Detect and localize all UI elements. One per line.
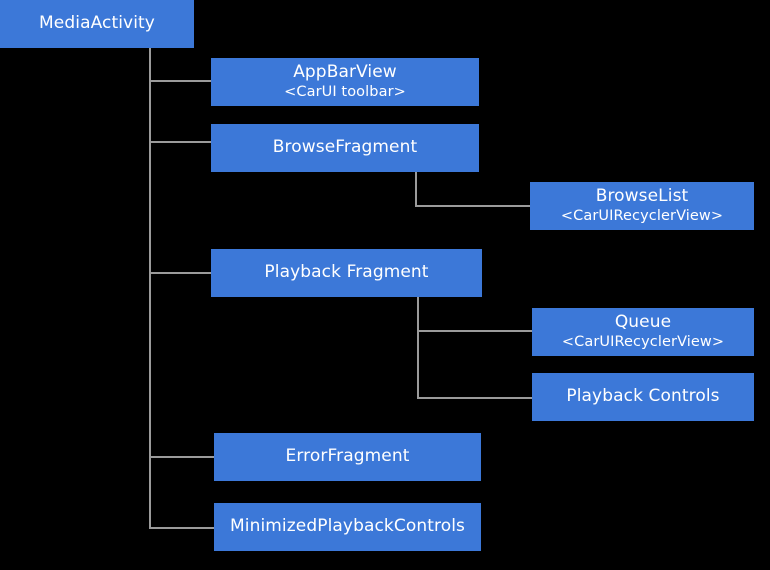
connector-media-activity-to-minimized-playback-controls bbox=[149, 527, 216, 529]
connector-playback-fragment-to-queue bbox=[417, 330, 534, 332]
node-browse-fragment-title: BrowseFragment bbox=[272, 137, 418, 158]
node-queue-title: Queue bbox=[614, 311, 672, 332]
node-app-bar-view-subtitle: <CarUI toolbar> bbox=[284, 83, 406, 100]
node-queue[interactable]: Queue <CarUIRecyclerView> bbox=[532, 308, 754, 356]
node-error-fragment-title: ErrorFragment bbox=[285, 446, 410, 467]
node-browse-list-subtitle: <CarUIRecyclerView> bbox=[560, 207, 724, 224]
node-app-bar-view[interactable]: AppBarView <CarUI toolbar> bbox=[211, 58, 479, 106]
node-minimized-playback-controls[interactable]: MinimizedPlaybackControls bbox=[214, 503, 481, 551]
connector-trunk-browse-fragment bbox=[415, 172, 417, 207]
connector-trunk-media-activity bbox=[149, 48, 151, 529]
connector-media-activity-to-playback-fragment bbox=[149, 272, 213, 274]
node-browse-fragment[interactable]: BrowseFragment bbox=[211, 124, 479, 172]
connector-media-activity-to-app-bar-view bbox=[149, 80, 213, 82]
node-browse-list[interactable]: BrowseList <CarUIRecyclerView> bbox=[530, 182, 754, 230]
node-media-activity[interactable]: MediaActivity bbox=[0, 0, 194, 48]
node-playback-fragment[interactable]: Playback Fragment bbox=[211, 249, 482, 297]
connector-playback-fragment-to-playback-controls bbox=[417, 397, 534, 399]
node-playback-fragment-title: Playback Fragment bbox=[264, 262, 429, 283]
connector-media-activity-to-error-fragment bbox=[149, 456, 216, 458]
node-media-activity-title: MediaActivity bbox=[39, 13, 155, 34]
node-browse-list-title: BrowseList bbox=[595, 185, 689, 206]
node-playback-controls[interactable]: Playback Controls bbox=[532, 373, 754, 421]
node-queue-subtitle: <CarUIRecyclerView> bbox=[561, 333, 725, 350]
connector-trunk-playback-fragment bbox=[417, 297, 419, 399]
node-app-bar-view-title: AppBarView bbox=[293, 61, 397, 82]
node-playback-controls-title: Playback Controls bbox=[566, 386, 720, 407]
connector-media-activity-to-browse-fragment bbox=[149, 141, 213, 143]
node-error-fragment[interactable]: ErrorFragment bbox=[214, 433, 481, 481]
node-minimized-playback-controls-title: MinimizedPlaybackControls bbox=[229, 516, 465, 537]
connector-browse-fragment-to-browse-list bbox=[415, 205, 532, 207]
